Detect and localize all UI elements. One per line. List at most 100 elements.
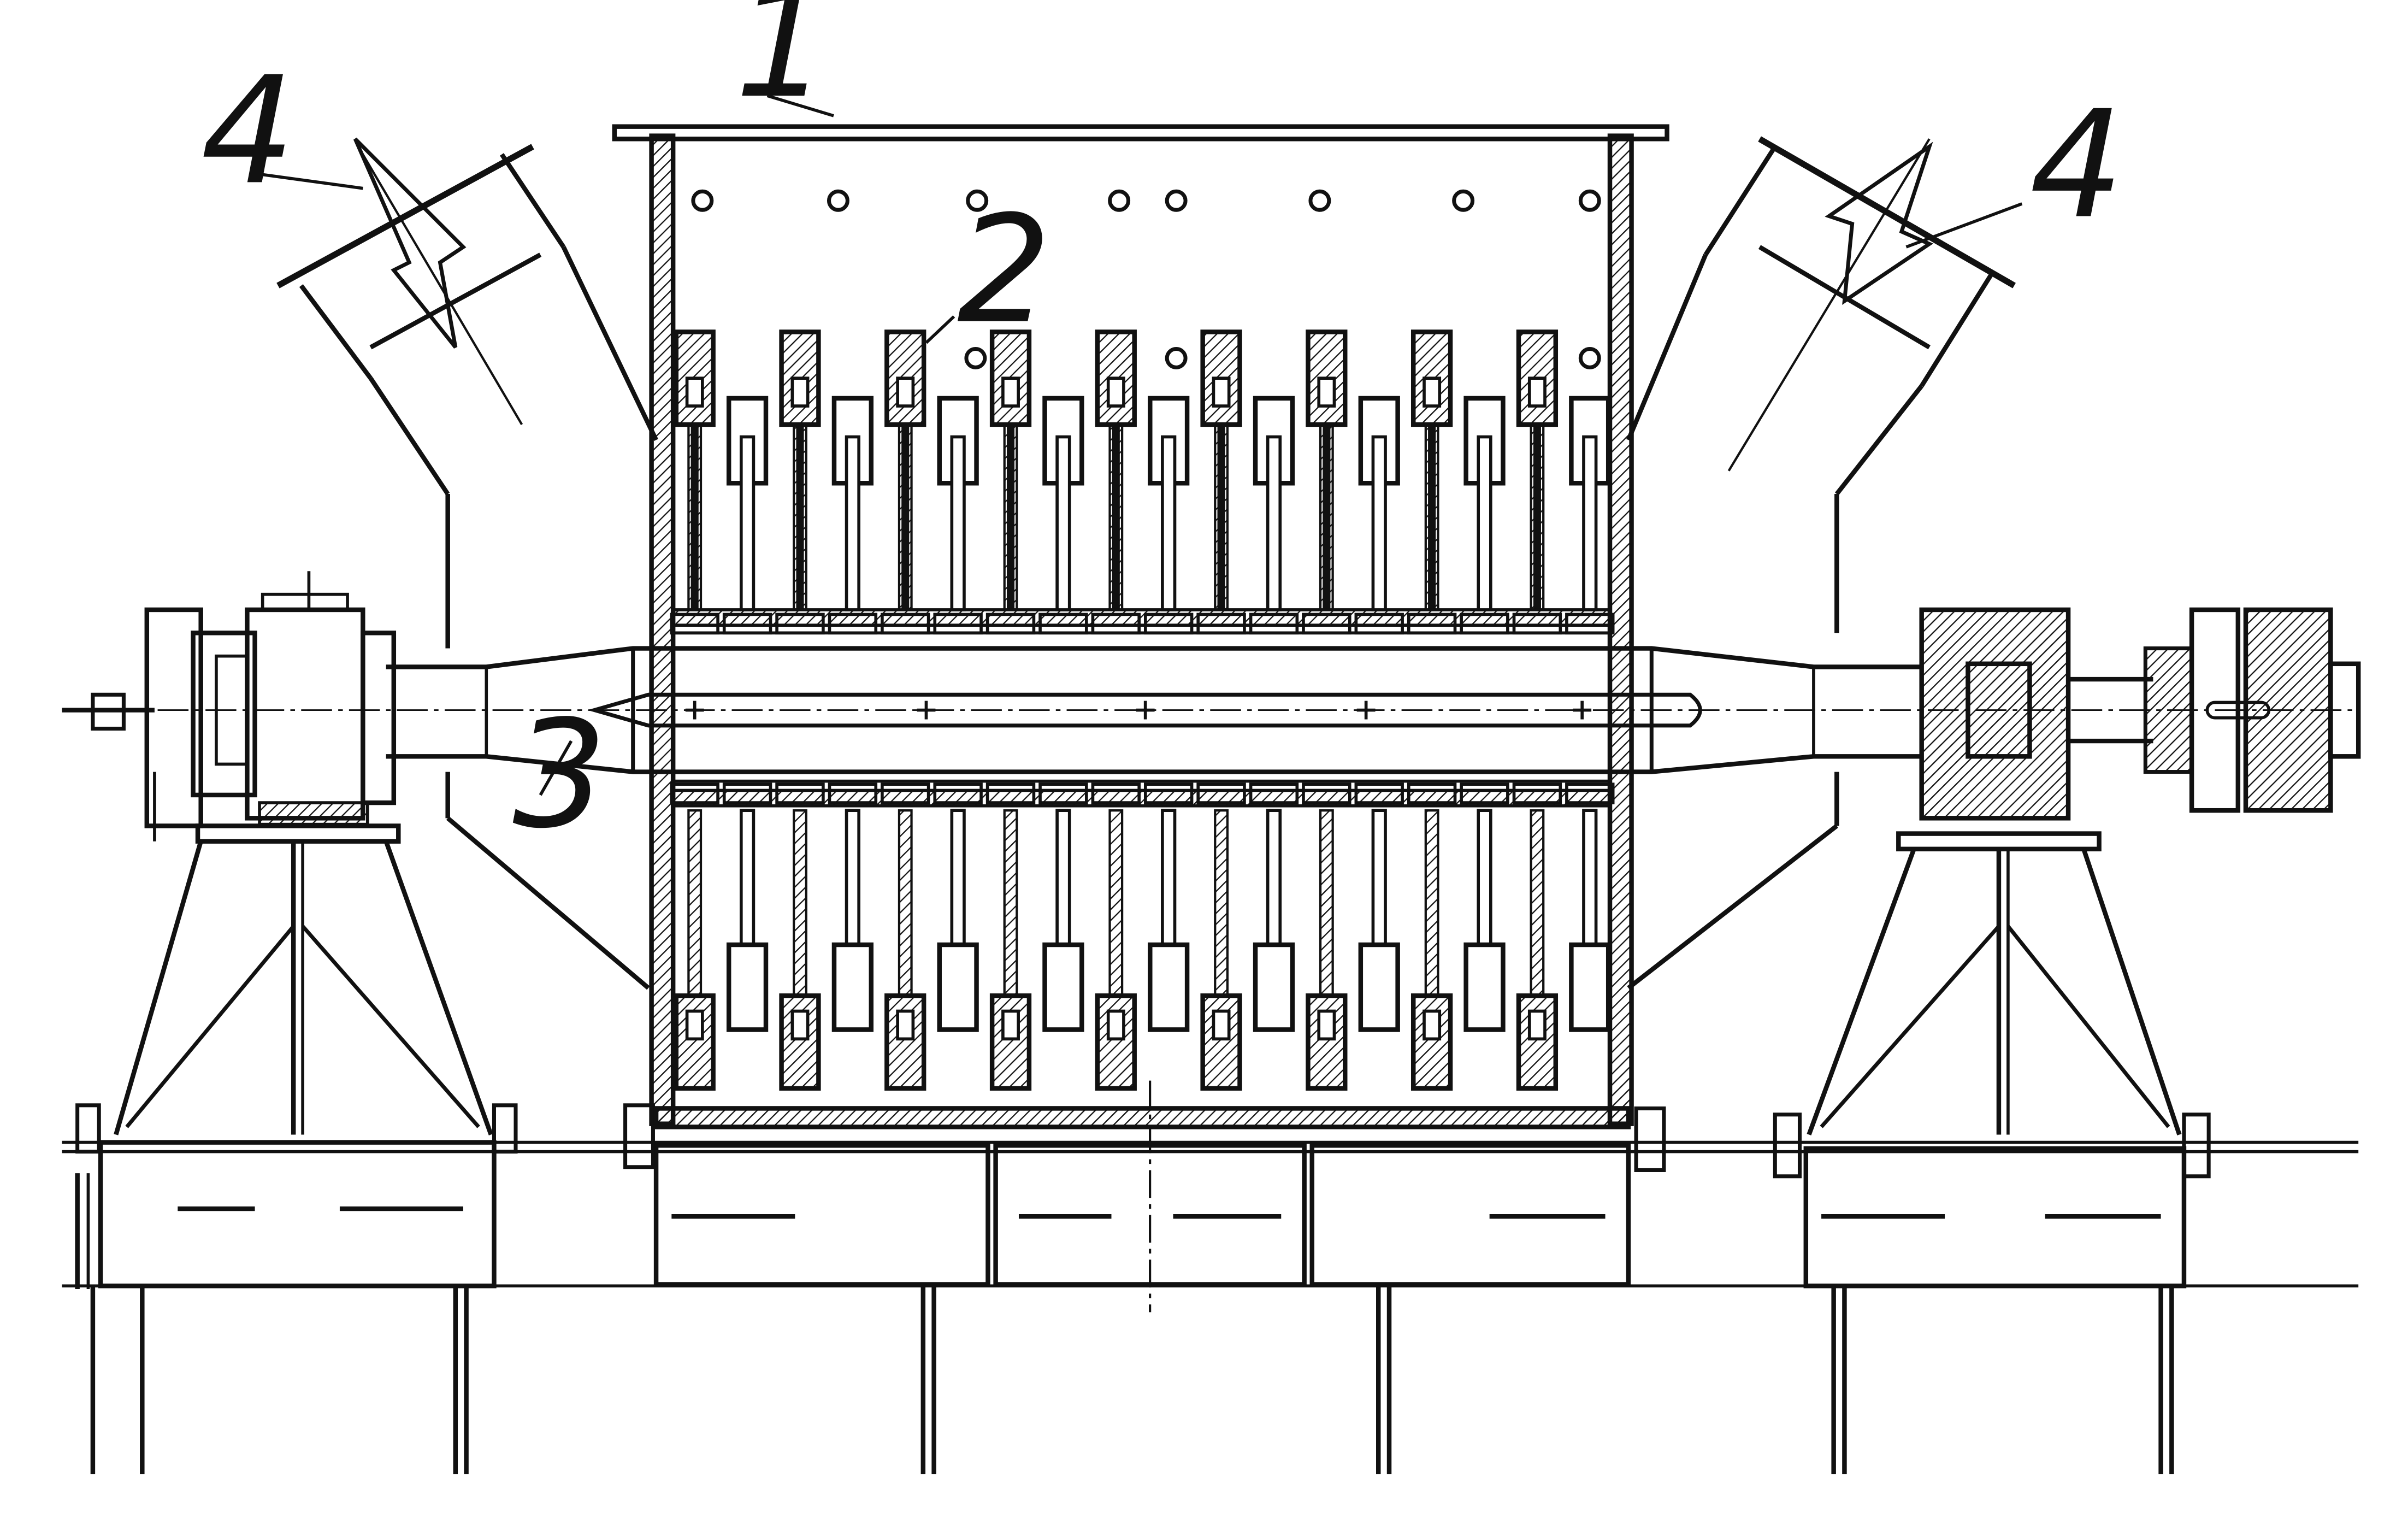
casing-hole [1578, 189, 1601, 212]
hammer [937, 942, 979, 1032]
label-hammer: 2 [957, 184, 1052, 356]
hammer-pin [1423, 1009, 1442, 1041]
label-inlet-left: 4 [201, 44, 296, 217]
rotor-disc [828, 782, 878, 804]
hammer-arm [1003, 423, 1018, 611]
rotor-disc [1407, 613, 1457, 635]
hammer-arm [1161, 435, 1177, 611]
casing-hole [1578, 346, 1601, 369]
hammer-pin [1317, 1009, 1336, 1041]
label-shaft: 3 [512, 688, 607, 861]
hammer [1042, 942, 1084, 1032]
hammer-arm [1108, 809, 1124, 997]
label-casing: 1 [735, 0, 829, 131]
hammer-arm [687, 423, 703, 611]
hammer [1148, 942, 1190, 1032]
hammer-arm [1214, 423, 1229, 611]
rotor-disc [1512, 782, 1562, 804]
hammer [1463, 942, 1506, 1032]
hammer-arm [1108, 423, 1124, 611]
hammer [1569, 942, 1611, 1032]
rotor-disc [1354, 782, 1404, 804]
rotor-disc [1038, 613, 1088, 635]
hammer-pin [1317, 376, 1336, 408]
casing-hole [966, 189, 989, 212]
rotor-disc [933, 782, 983, 804]
hammer-arm [845, 435, 860, 611]
casing-hole [827, 189, 849, 212]
hammer-arm [1003, 809, 1018, 997]
hammer-pin [1212, 1009, 1231, 1041]
rotor-disc [933, 613, 983, 635]
hammer-arm [793, 423, 807, 611]
hammer-arm [1319, 809, 1334, 997]
rotor-disc [1302, 782, 1351, 804]
casing-hole [964, 346, 987, 369]
casing-holes [691, 189, 1601, 369]
shaft-marks [685, 701, 1592, 720]
leader-lines [250, 94, 2023, 796]
rotor-disc [1249, 613, 1299, 635]
hammer-pin [790, 376, 810, 408]
hammer-arm [687, 809, 703, 997]
hammer [674, 993, 716, 1091]
hammer-pin [1527, 376, 1547, 408]
hammer-arm [1530, 423, 1545, 611]
rotor-disc [775, 782, 825, 804]
hammer-pin [896, 1009, 915, 1041]
rotor-disc [1565, 782, 1615, 804]
rotor-disc [1407, 782, 1457, 804]
rotor-disc [670, 613, 719, 635]
hammer [1200, 329, 1242, 427]
hammer-arm [950, 435, 966, 611]
drive-motor [62, 571, 397, 841]
feed-inlet-right [1626, 136, 2016, 990]
hammer [726, 942, 769, 1032]
rotor-disc [1091, 613, 1141, 635]
hammer-pin [685, 376, 704, 408]
casing-hole [691, 189, 714, 212]
label-inlet-right: 4 [2029, 79, 2124, 251]
rotor-disc [1460, 782, 1509, 804]
rotor-disc [881, 782, 930, 804]
hammer [1253, 942, 1295, 1032]
casing-hole [1308, 189, 1331, 212]
rotor-disc [985, 613, 1036, 635]
hammer-arm [1424, 809, 1439, 997]
base-frame [62, 1103, 2359, 1474]
hammer-row-upper [670, 329, 1615, 635]
shaft-coupling [2143, 607, 2361, 813]
feed-arrow-right [1727, 138, 1934, 472]
rotor-disc [1354, 613, 1404, 635]
rotor-disc [775, 613, 825, 635]
hammer-arm [1055, 435, 1071, 611]
rotor-disc [1302, 613, 1351, 635]
hammer-row-lower [670, 782, 1615, 1091]
hammer-pin [1106, 376, 1125, 408]
hammer-arm [898, 809, 913, 997]
left-support-stand [114, 823, 493, 1135]
hammer-arm [1371, 435, 1387, 611]
hammer-arm [739, 435, 756, 611]
hammer-pin [790, 1009, 810, 1041]
hammer-pin [1106, 1009, 1125, 1041]
hammer [1306, 993, 1348, 1091]
hammer-arm [1582, 435, 1598, 611]
hammer [831, 942, 874, 1032]
hammer-pin [896, 376, 915, 408]
feed-inlet-left [276, 144, 658, 990]
hammer-pin [1001, 376, 1020, 408]
rotor-disc [670, 782, 719, 804]
hammer-arm [793, 809, 807, 997]
rotor-disc [1143, 613, 1194, 635]
rotor-disc [1196, 782, 1246, 804]
hammer-pin [685, 1009, 704, 1041]
casing-hole [1108, 189, 1131, 212]
casing-hole [1452, 189, 1475, 212]
hammer-arm [898, 423, 913, 611]
hammer-arm [1319, 423, 1334, 611]
hammer-arm [1424, 423, 1439, 611]
rotor-disc [1565, 613, 1615, 635]
rotor-disc [1196, 613, 1246, 635]
